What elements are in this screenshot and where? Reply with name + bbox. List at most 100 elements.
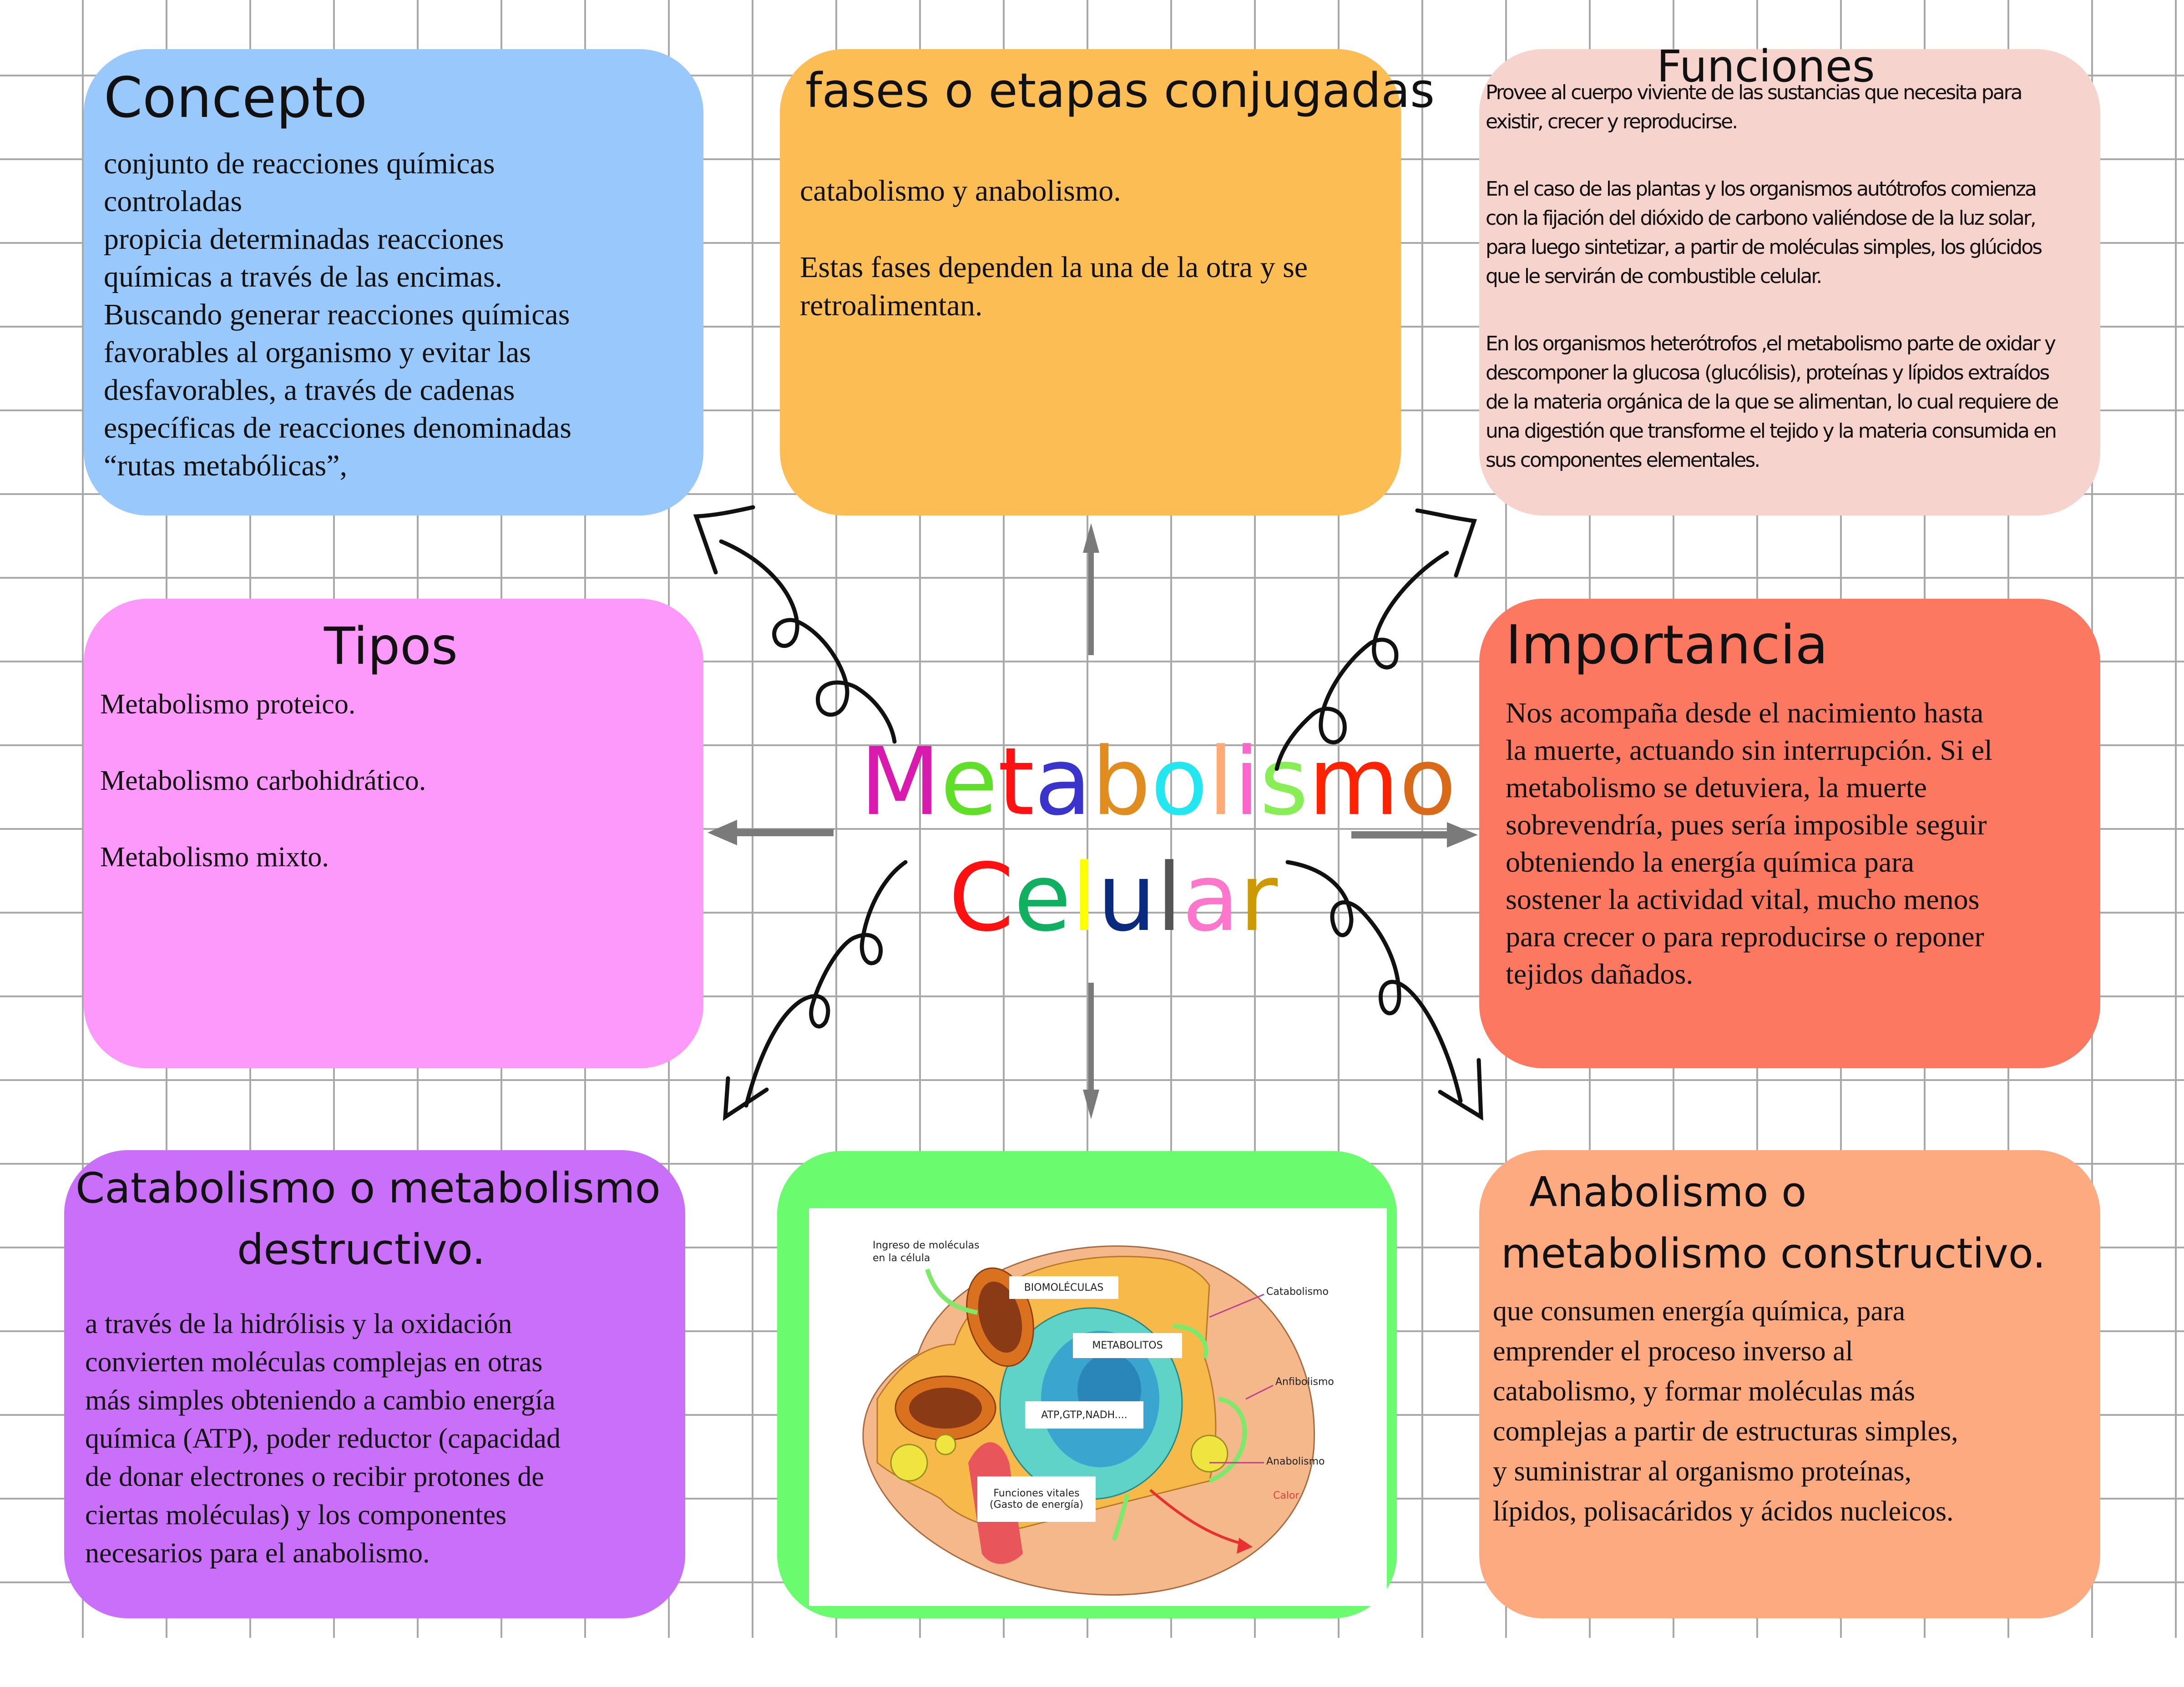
body-line: sobrevendría, pues sería imposible segui… (1506, 808, 1987, 841)
body-line: que le servirán de combustible celular. (1486, 265, 1822, 288)
card-concepto: Concepto conjunto de reacciones químicas… (84, 49, 703, 515)
body-line: química (ATP), poder reductor (capacidad (85, 1423, 561, 1454)
card-title-line2: destructivo. (237, 1225, 485, 1274)
tag-atp: ATP,GTP,NADH.... (1025, 1401, 1143, 1429)
card-catabolismo: Catabolismo o metabolismo destructivo. a… (64, 1150, 685, 1618)
straight-arrows (708, 523, 1478, 1119)
card-body: Provee al cuerpo viviente de las sustanc… (1486, 78, 2059, 475)
card-title: Funciones (1657, 41, 1875, 92)
title-letter: l (1208, 728, 1234, 836)
card-funciones: Funciones Provee al cuerpo viviente de l… (1479, 41, 2100, 515)
body-line: para luego sintetizar, a partir de moléc… (1486, 236, 2042, 259)
body-line: “rutas metabólicas”, (104, 449, 348, 482)
body-line: Estas fases dependen la una de la otra y… (800, 251, 1308, 284)
curly-arrow-up-left-icon (693, 505, 897, 744)
label-calor: Calor (1273, 1490, 1299, 1501)
curly-arrow-down-left-icon (723, 860, 908, 1121)
card-title-line2: metabolismo constructivo. (1501, 1230, 2046, 1278)
body-line: de la materia orgánica de la que se alim… (1486, 390, 2059, 414)
card-title: Concepto (104, 66, 368, 130)
body-line: metabolismo se detuviera, la muerte (1506, 771, 1927, 803)
title-letter: l (1156, 844, 1183, 952)
title-letter: a (1182, 844, 1239, 952)
title-letter: r (1239, 844, 1278, 952)
title-letter: a (1034, 728, 1092, 836)
card-title: fases o etapas conjugadas (805, 63, 1435, 118)
center-title-celular: Celular (949, 844, 1278, 952)
arrow-up-head-icon (1083, 523, 1099, 553)
card-title-line1: Catabolismo o metabolismo (76, 1164, 661, 1212)
title-letter: m (1308, 728, 1400, 836)
title-letter: o (1399, 728, 1456, 836)
card-body: que consumen energía química, para empre… (1493, 1291, 1958, 1531)
body-line: sostener la actividad vital, mucho menos (1506, 883, 1980, 915)
body-line: con la fijación del dióxido de carbono v… (1486, 207, 2037, 230)
body-paragraph: catabolismo y anabolismo. (800, 174, 1121, 207)
body-line: lípidos, polisacáridos y ácidos nucleico… (1493, 1496, 1954, 1527)
body-line: necesarios para el anabolismo. (85, 1538, 430, 1569)
card-fases: fases o etapas conjugadas catabolismo y … (780, 49, 1435, 515)
tag-line: Funciones vitales (993, 1488, 1080, 1499)
card-body: Metabolismo proteico. Metabolismo carboh… (100, 685, 426, 876)
curly-arrow-up-right-icon (1274, 508, 1477, 771)
body-line: ciertas moléculas) y los componentes (85, 1500, 507, 1530)
title-letter: e (1014, 844, 1072, 952)
list-item: Metabolismo proteico. (100, 689, 356, 720)
body-line: desfavorables, a través de cadenas (104, 374, 515, 407)
body-line: y suministrar al organismo proteínas, (1493, 1456, 1912, 1487)
arrow-left-head-icon (708, 820, 737, 845)
body-line: Provee al cuerpo viviente de las sustanc… (1486, 81, 2023, 104)
tag-biomoleculas: BIOMOLÉCULAS (1009, 1276, 1118, 1299)
curly-arrow-down-right-icon (1285, 860, 1483, 1121)
body-line: sus componentes elementales. (1486, 449, 1760, 472)
body-line: que consumen energía química, para (1493, 1296, 1906, 1327)
body-line: retroalimentan. (800, 289, 983, 322)
body-line: Buscando generar reacciones químicas (104, 298, 570, 331)
body-line: para crecer o para reproducirse o repone… (1506, 920, 1984, 953)
body-line: descomponer la glucosa (glucólisis), pro… (1486, 361, 2050, 384)
card-cell-diagram: Ingreso de moléculas en la célula BIOMOL… (777, 1151, 1397, 1618)
body-line: favorables al organismo y evitar las (104, 336, 531, 369)
body-line: emprender el proceso inverso al (1493, 1336, 1853, 1367)
body-line: propicia determinadas reacciones (104, 222, 504, 256)
body-line: a través de la hidrólisis y la oxidación (85, 1308, 512, 1339)
arrow-right-head-icon (1447, 822, 1478, 848)
body-line: específicas de reacciones denominadas (104, 411, 571, 444)
title-letter: o (1151, 728, 1208, 836)
title-letter: e (940, 728, 998, 836)
title-letter: u (1097, 844, 1157, 952)
label-catabolismo: Catabolismo (1266, 1286, 1329, 1298)
body-line: catabolismo, y formar moléculas más (1493, 1376, 1916, 1407)
body-line: En el caso de las plantas y los organism… (1486, 177, 2037, 201)
tag-funciones-vitales: Funciones vitales (Gasto de energía) (977, 1476, 1096, 1522)
title-letter: M (860, 728, 940, 836)
card-importancia: Importancia Nos acompaña desde el nacimi… (1479, 599, 2100, 1068)
card-title: Importancia (1506, 613, 1828, 676)
body-line: conjunto de reacciones químicas (104, 147, 495, 180)
body-line: En los organismos heterótrofos ,el metab… (1486, 332, 2056, 355)
card-title-line1: Anabolismo o (1529, 1168, 1807, 1216)
body-line: una digestión que transforme el tejido y… (1486, 419, 2057, 443)
label-anfibolismo: Anfibolismo (1275, 1376, 1334, 1388)
cell-diagram-image: Ingreso de moléculas en la célula BIOMOL… (809, 1208, 1387, 1606)
body-line: de donar electrones o recibir protones d… (85, 1461, 544, 1492)
title-letter: C (949, 844, 1014, 952)
list-item: Metabolismo carbohidrático. (100, 765, 426, 796)
body-line: existir, crecer y reproducirse. (1486, 110, 1738, 133)
body-line: controladas (104, 185, 243, 218)
label-ingreso-line1: Ingreso de moléculas (873, 1240, 980, 1251)
tag-line: (Gasto de energía) (990, 1499, 1083, 1510)
card-anabolismo: Anabolismo o metabolismo constructivo. q… (1479, 1150, 2100, 1618)
card-tipos: Tipos Metabolismo proteico. Metabolismo … (84, 599, 703, 1068)
body-line: obteniendo la energía química para (1506, 846, 1914, 878)
label-anabolismo: Anabolismo (1266, 1456, 1325, 1467)
body-line: complejas a partir de estructuras simple… (1493, 1416, 1958, 1447)
title-letter: b (1092, 728, 1151, 836)
title-letter: t (998, 728, 1035, 836)
body-line: más simples obteniendo a cambio energía (85, 1385, 556, 1416)
label-ingreso-line2: en la célula (873, 1253, 930, 1264)
card-body: a través de la hidrólisis y la oxidación… (85, 1305, 561, 1572)
title-letter: l (1071, 844, 1097, 952)
center-title-metabolismo: Metabolismo (860, 728, 1456, 836)
